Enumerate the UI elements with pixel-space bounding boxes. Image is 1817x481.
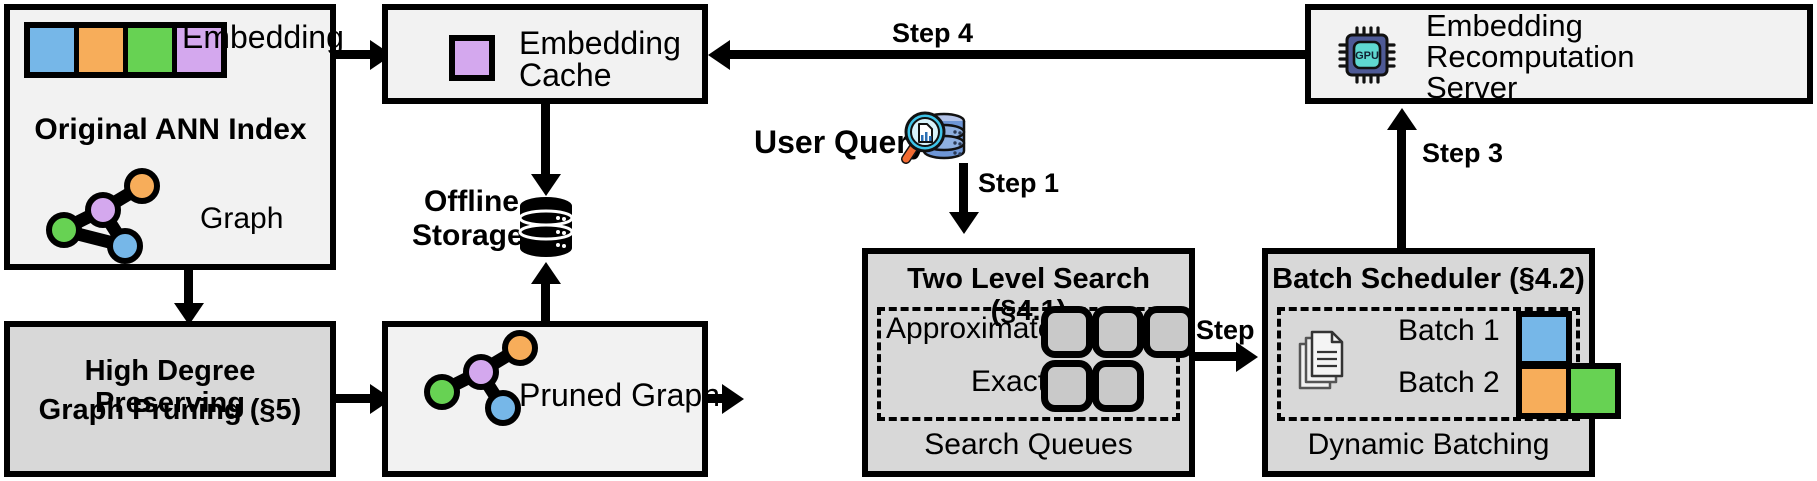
embedding-cache-title-line2: Cache <box>519 57 612 93</box>
step4-label: Step 4 <box>892 18 974 48</box>
graph-label: Graph <box>200 202 284 235</box>
original-graph-node-blue <box>107 228 143 264</box>
batch-2-swatch-green <box>1571 369 1615 413</box>
arrow-pruned-to-storage-head <box>531 262 561 284</box>
search-queue-row-approximate <box>1041 306 1195 358</box>
queue-cell[interactable] <box>1041 360 1093 412</box>
recomputation-server-box <box>1305 4 1813 104</box>
graph-pruning-title-line1: High Degree Preserving <box>84 355 256 420</box>
recomputation-server-line3: Server <box>1426 70 1518 105</box>
offline-storage-label-line2: Storage <box>412 219 524 252</box>
search-queues-dashed-region <box>877 307 1180 421</box>
original-graph-node-purple <box>85 192 121 228</box>
arrow-step3-head <box>1387 108 1417 130</box>
search-queues-footer: Search Queues <box>924 428 1133 461</box>
arrow-index-to-pruning-line <box>184 270 193 305</box>
documents-stack-icon <box>1298 330 1344 390</box>
graph-pruning-title-line2: Graph Pruning (§5) <box>38 394 302 426</box>
arrow-step3-line <box>1397 130 1406 248</box>
two-level-search-box <box>862 248 1195 477</box>
arrow-step2-line <box>1195 352 1241 361</box>
pruned-graph-node-blue <box>485 390 521 426</box>
arrow-step2-head <box>1236 342 1258 372</box>
search-row-label-approximate: Approximate <box>886 312 1055 345</box>
embedding-swatch-orange <box>79 28 128 72</box>
arrow-pruned-to-search-head <box>722 384 744 414</box>
batch-2-label: Batch 2 <box>1398 366 1500 399</box>
pruned-graph-label: Pruned Graph <box>519 377 721 413</box>
gpu-chip-icon-text: GPU <box>1355 50 1379 62</box>
recomputation-server-line1: Embedding <box>1426 8 1583 43</box>
queue-cell[interactable] <box>1092 306 1144 358</box>
gpu-chip-icon: GPU <box>1338 26 1396 84</box>
original-graph-node-green <box>46 212 82 248</box>
embedding-cache-title-line1: Embedding <box>519 25 681 61</box>
graph-pruning-box <box>4 321 336 477</box>
embedding-swatch-purple <box>177 28 221 72</box>
dynamic-batching-footer: Dynamic Batching <box>1307 428 1550 461</box>
arrow-cache-to-storage-head <box>531 174 561 196</box>
arrow-step4-line <box>730 50 1305 59</box>
pruned-graph-node-green <box>424 374 460 410</box>
arrow-index-to-cache-line <box>336 50 374 59</box>
original-ann-index-title: Original ANN Index <box>34 113 307 146</box>
step3-label: Step 3 <box>1422 138 1504 168</box>
batch-1-swatch-blue <box>1522 317 1566 361</box>
queue-cell[interactable] <box>1143 306 1195 358</box>
embedding-label: Embedding <box>182 19 344 55</box>
arrow-cache-to-storage-line <box>541 104 550 176</box>
pruned-graph-node-purple <box>463 354 499 390</box>
queue-cell[interactable] <box>1092 360 1144 412</box>
arrow-step4-head <box>708 40 730 70</box>
arrow-step1-line <box>959 163 968 215</box>
query-search-database-icon <box>901 111 966 164</box>
embedding-swatch-green <box>128 28 177 72</box>
arrow-index-to-pruning-head <box>174 303 204 325</box>
batch-1-label: Batch 1 <box>1398 314 1500 347</box>
queue-cell[interactable] <box>1041 306 1093 358</box>
batch-scheduler-title: Batch Scheduler (§4.2) <box>1272 263 1585 295</box>
arrow-step1-head <box>949 212 979 234</box>
recomputation-server-line2: Recomputation <box>1426 39 1635 74</box>
search-queue-row-exact <box>1041 360 1144 412</box>
batch-2-swatch-row <box>1516 363 1621 419</box>
search-row-label-exact: Exact <box>971 365 1047 398</box>
embedding-swatch-row <box>24 22 227 78</box>
embedding-cache-box <box>382 4 708 104</box>
embedding-swatch-blue <box>30 28 79 72</box>
original-graph-node-orange <box>124 168 160 204</box>
arrow-pruning-to-pruned-line <box>336 394 374 403</box>
batch-2-swatch-orange <box>1522 369 1571 413</box>
arrow-pruned-to-search-line <box>708 394 730 403</box>
pruned-graph-node-orange <box>502 330 538 366</box>
step1-label: Step 1 <box>978 168 1060 198</box>
embedding-cache-swatch <box>449 35 495 81</box>
offline-storage-label-line1: Offline <box>424 185 519 218</box>
batch-1-swatch-row <box>1516 311 1572 367</box>
database-cylinder-icon <box>518 197 574 257</box>
arrow-pruned-to-storage-line <box>541 284 550 324</box>
two-level-search-title: Two Level Search (§4.1) <box>907 263 1150 328</box>
